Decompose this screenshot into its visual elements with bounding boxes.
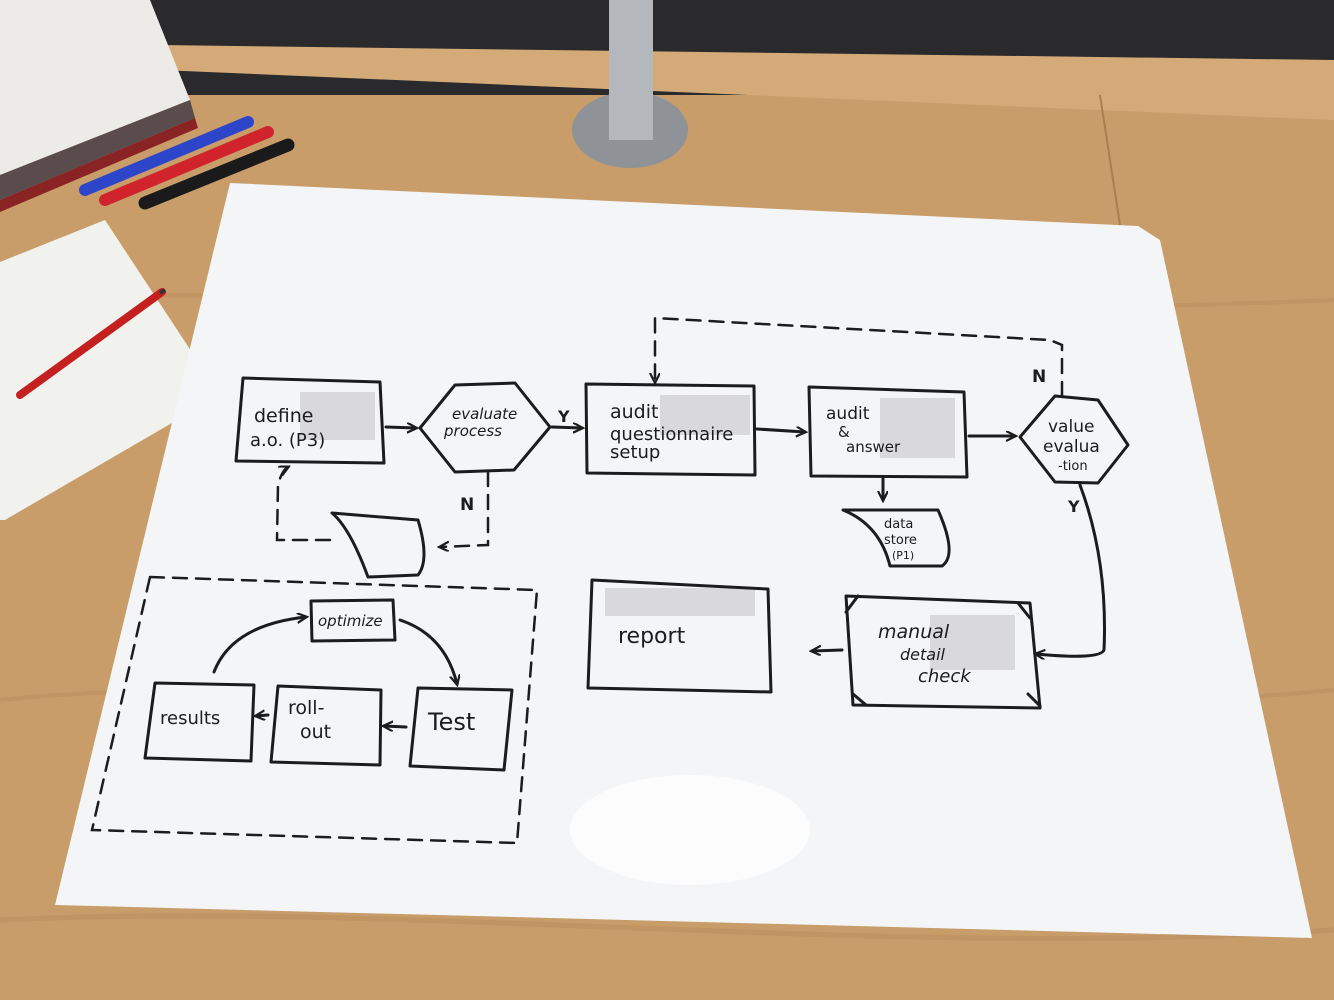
edge-loop-back-to-define — [275, 467, 332, 542]
manual-check-line1: manual — [878, 621, 950, 643]
whiteboard-sheet — [55, 183, 1312, 938]
audit-setup-box[interactable]: audit questionnaire setup — [584, 382, 757, 477]
edge-manual-to-report — [812, 650, 844, 651]
audit-answer-line1: audit — [826, 404, 870, 424]
report-box[interactable]: report — [586, 578, 773, 694]
rollout-box[interactable]: roll- out — [269, 684, 383, 767]
edge-audit-setup-to-answer — [755, 429, 805, 432]
edge-define-to-evaluate — [384, 427, 416, 428]
results-label: results — [160, 708, 220, 729]
edge-label-value-no: N — [1032, 367, 1046, 387]
value-evaluation-line2: evalua — [1043, 437, 1100, 457]
edge-value-yes-to-manual — [1036, 483, 1106, 656]
audit-setup-line1: audit — [610, 401, 658, 423]
edge-results-to-optimize — [212, 617, 306, 674]
markers — [79, 116, 295, 210]
value-evaluation-decision[interactable]: value evalua -tion — [1018, 394, 1130, 485]
audit-answer-box[interactable]: audit & answer — [807, 385, 969, 479]
data-store-line1: data — [884, 517, 913, 532]
evaluate-process-decision[interactable]: evaluate process — [418, 381, 552, 474]
audit-answer-line3: answer — [846, 438, 901, 456]
optimize-box[interactable]: optimize — [309, 598, 397, 643]
notepad — [0, 220, 220, 520]
document-shape — [330, 511, 426, 579]
edge-value-no-loop — [655, 316, 1064, 398]
manual-check-line3: check — [918, 666, 972, 687]
manual-check-line2: detail — [900, 645, 946, 664]
evaluate-label-line2: process — [443, 422, 502, 440]
rollout-line1: roll- — [288, 697, 324, 719]
data-store-line2: store — [884, 533, 917, 548]
edge-label-evaluate-no: N — [460, 495, 474, 515]
define-box[interactable]: define a.o. (P3) — [234, 376, 386, 465]
evaluate-label-line1: evaluate — [452, 405, 517, 423]
edge-test-to-rollout — [384, 726, 408, 727]
edge-rollout-to-results — [256, 715, 270, 716]
edge-evaluate-no-loop — [440, 470, 490, 547]
audit-setup-line2: questionnaire — [610, 424, 733, 445]
data-store-node[interactable]: data store (P1) — [841, 508, 951, 568]
manual-check-box[interactable]: manual detail check — [844, 594, 1042, 710]
define-label-line1: define — [254, 405, 313, 427]
define-label-line2: a.o. (P3) — [250, 430, 325, 451]
edge-evaluate-to-audit-setup — [550, 427, 582, 428]
edge-label-evaluate-yes: Y — [557, 407, 570, 426]
optimize-label: optimize — [318, 612, 383, 630]
improvement-cycle-frame — [90, 575, 539, 845]
book — [0, 0, 198, 212]
data-store-line3: (P1) — [892, 549, 914, 562]
test-box[interactable]: Test — [408, 686, 514, 772]
test-label: Test — [427, 708, 475, 736]
value-evaluation-line3: -tion — [1058, 459, 1088, 474]
audit-setup-line3: setup — [610, 442, 660, 463]
rollout-line2: out — [300, 721, 331, 743]
edge-optimize-to-test — [398, 618, 457, 684]
edge-label-value-yes: Y — [1067, 497, 1080, 516]
flow-edges — [212, 316, 1106, 727]
results-box[interactable]: results — [143, 681, 256, 763]
value-evaluation-line1: value — [1048, 417, 1094, 437]
report-label: report — [618, 624, 686, 649]
audit-answer-line2: & — [838, 423, 850, 441]
